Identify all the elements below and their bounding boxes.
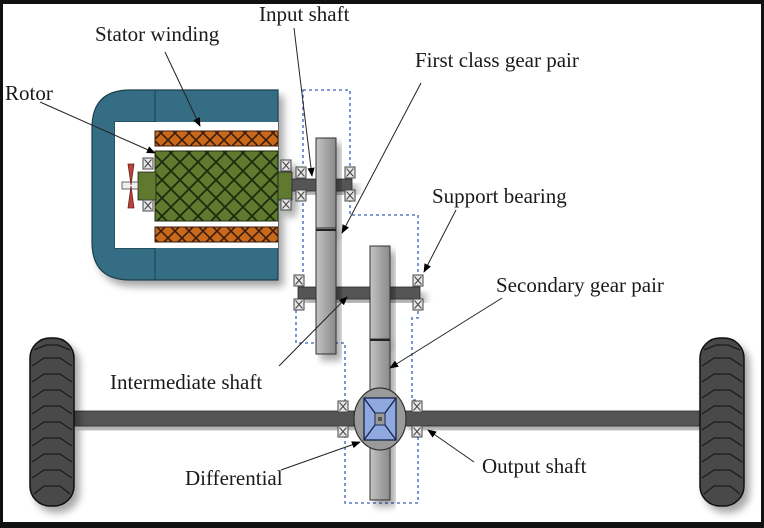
stator-winding-bottom: [154, 226, 279, 243]
label-differential: Differential: [185, 466, 283, 490]
leader-first-class-gear-pair: [341, 82, 422, 234]
right-wheel: [699, 337, 745, 507]
label-output-shaft: Output shaft: [482, 454, 587, 478]
fan-icon: [127, 163, 135, 209]
label-input-shaft: Input shaft: [259, 2, 350, 26]
first-gear-driven: [315, 227, 337, 355]
right-axle: [403, 410, 703, 427]
leader-secondary-gear-pair: [389, 297, 503, 369]
motor: [91, 89, 293, 281]
stator-winding-top: [154, 130, 279, 147]
label-rotor: Rotor: [5, 81, 53, 105]
leader-input-shaft: [293, 27, 315, 177]
secondary-gear-driver: [369, 245, 391, 342]
first-gear-driver: [315, 137, 337, 231]
label-first-class-gear-pair: First class gear pair: [415, 48, 579, 72]
gearbox-outline: [295, 89, 419, 504]
leader-differential: [280, 441, 361, 471]
differential-unit: [353, 387, 407, 451]
leader-rotor: [39, 101, 156, 154]
rotor-hub-right: [277, 171, 293, 201]
rotor-core: [154, 150, 279, 222]
leader-support-bearing: [423, 209, 457, 273]
label-stator-winding: Stator winding: [95, 22, 220, 46]
label-secondary-gear-pair: Secondary gear pair: [496, 273, 664, 297]
rotor-hub-left: [137, 171, 157, 201]
support-bearings: [293, 166, 424, 438]
leader-intermediate-shaft: [278, 296, 348, 367]
leader-output-shaft: [427, 429, 475, 463]
left-axle: [73, 410, 355, 427]
leader-stator-winding: [164, 51, 201, 127]
label-intermediate-shaft: Intermediate shaft: [110, 370, 262, 394]
label-support-bearing: Support bearing: [432, 184, 567, 208]
left-wheel: [29, 337, 75, 507]
